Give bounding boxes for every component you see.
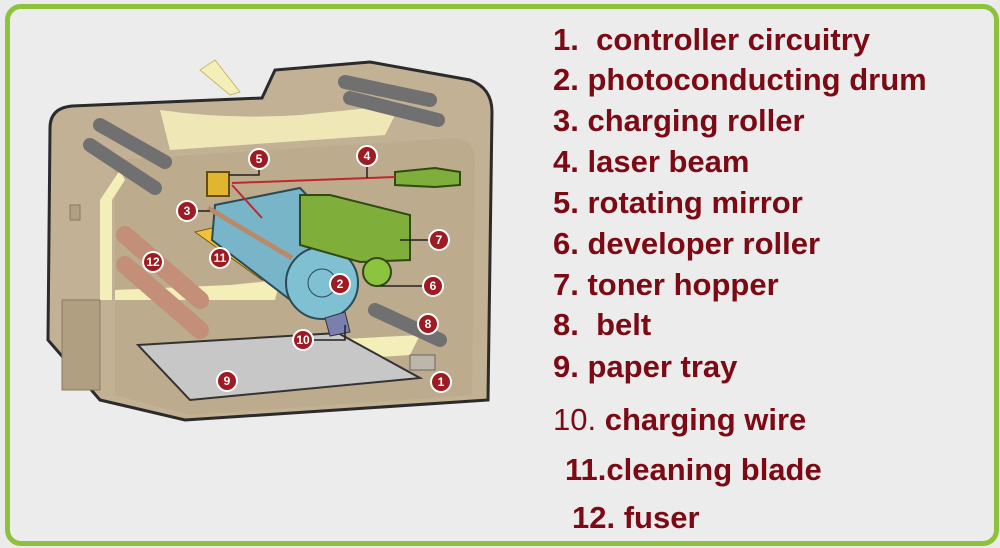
badge-2: 2 [329, 273, 351, 295]
paper-tray [135, 331, 424, 402]
svg-text:1: 1 [438, 375, 445, 389]
badge-9: 9 [216, 370, 238, 392]
svg-text:8: 8 [425, 317, 432, 331]
svg-text:9: 9 [224, 374, 231, 388]
rotating-mirror [206, 171, 230, 197]
badge-4: 4 [356, 145, 378, 167]
side-vent [61, 299, 101, 391]
developer-roller [362, 257, 392, 287]
svg-text:10: 10 [296, 333, 310, 347]
badge-1: 1 [430, 371, 452, 393]
legend-item: 9. paper tray [553, 349, 738, 384]
legend-item: 4. laser beam [553, 144, 750, 179]
charging-roller [206, 205, 294, 261]
badge-6: 6 [422, 275, 444, 297]
legend-item: 1. controller circuitry [553, 22, 871, 57]
badge-3: 3 [176, 200, 198, 222]
legend-item: 2. photoconducting drum [553, 62, 927, 97]
legend-item: 10. charging wire [553, 402, 807, 437]
legend-item: 5. rotating mirror [553, 185, 803, 220]
laser-beam-line [231, 176, 396, 184]
legend-item: 11.cleaning blade [565, 452, 822, 487]
legend-item: 12. fuser [572, 500, 700, 535]
paper-path-left [100, 170, 125, 300]
svg-text:2: 2 [337, 277, 344, 291]
laser-unit [394, 166, 461, 189]
svg-text:7: 7 [436, 233, 443, 247]
badge-11: 11 [209, 247, 231, 269]
svg-text:5: 5 [256, 152, 263, 166]
legend-item: 8. belt [553, 307, 652, 342]
paper-path-top [160, 105, 400, 150]
svg-text:11: 11 [214, 251, 227, 265]
legend-item: 3. charging roller [553, 103, 805, 138]
legend-item: 7. toner hopper [553, 267, 779, 302]
badge-10: 10 [292, 329, 314, 351]
badge-12: 12 [142, 251, 164, 273]
badge-5: 5 [248, 148, 270, 170]
svg-text:6: 6 [430, 279, 437, 293]
badge-7: 7 [428, 229, 450, 251]
side-button [69, 204, 81, 221]
badge-8: 8 [417, 313, 439, 335]
top-rollers [83, 75, 447, 347]
controller-circuitry [409, 354, 436, 371]
svg-text:3: 3 [184, 204, 191, 218]
legend-item: 6. developer roller [553, 226, 821, 261]
toner-hopper [299, 194, 411, 264]
svg-text:4: 4 [364, 149, 371, 163]
charging-wire [324, 311, 351, 337]
svg-text:12: 12 [146, 255, 160, 269]
paper-exit-arrow [199, 59, 241, 96]
